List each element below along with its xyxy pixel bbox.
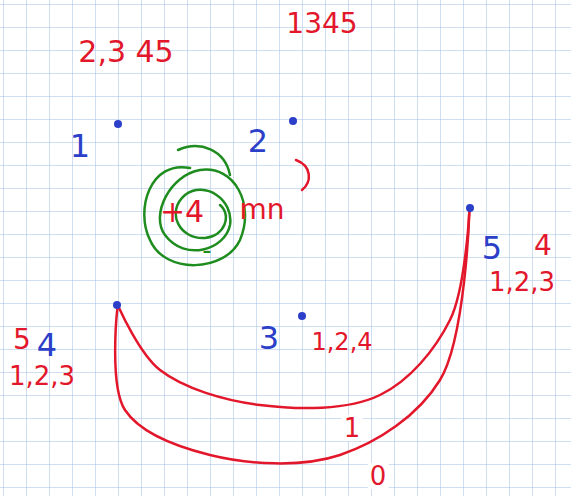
graph-vertex: 5	[466, 204, 474, 212]
vertex-number: 4	[37, 329, 57, 361]
graph-edge	[119, 212, 469, 408]
red-arc	[296, 160, 309, 190]
vertex-note: mn	[239, 196, 284, 224]
edge-label: 0	[368, 463, 389, 489]
vertex-note: 1,2,4	[311, 330, 372, 354]
vertex-note: -	[202, 237, 211, 263]
vertex-number: 2	[248, 125, 268, 157]
scribble-arc	[178, 146, 230, 175]
vertex-note: +4	[160, 197, 204, 227]
graph-vertex: 4	[113, 301, 121, 309]
graph-vertex: 3	[298, 312, 306, 320]
green-scribble	[144, 146, 245, 265]
vertex-note: 1345	[286, 10, 357, 38]
vertex-note: 4	[534, 232, 552, 260]
graph-edge	[115, 212, 469, 463]
vertex-number: 5	[482, 232, 502, 264]
vertex-note: 2,3 45	[78, 37, 173, 67]
vertex-number: 1	[70, 130, 90, 162]
vertex-number: 3	[259, 322, 279, 354]
vertex-note: 1,2,3	[9, 363, 75, 389]
scribble-loop	[144, 167, 245, 265]
edge-label: 1	[342, 415, 363, 441]
vertex-note: 1,2,3	[489, 269, 555, 295]
vertex-note: 5	[13, 326, 31, 354]
graph-vertex: 1	[114, 120, 122, 128]
graph-vertex: 2	[289, 117, 297, 125]
